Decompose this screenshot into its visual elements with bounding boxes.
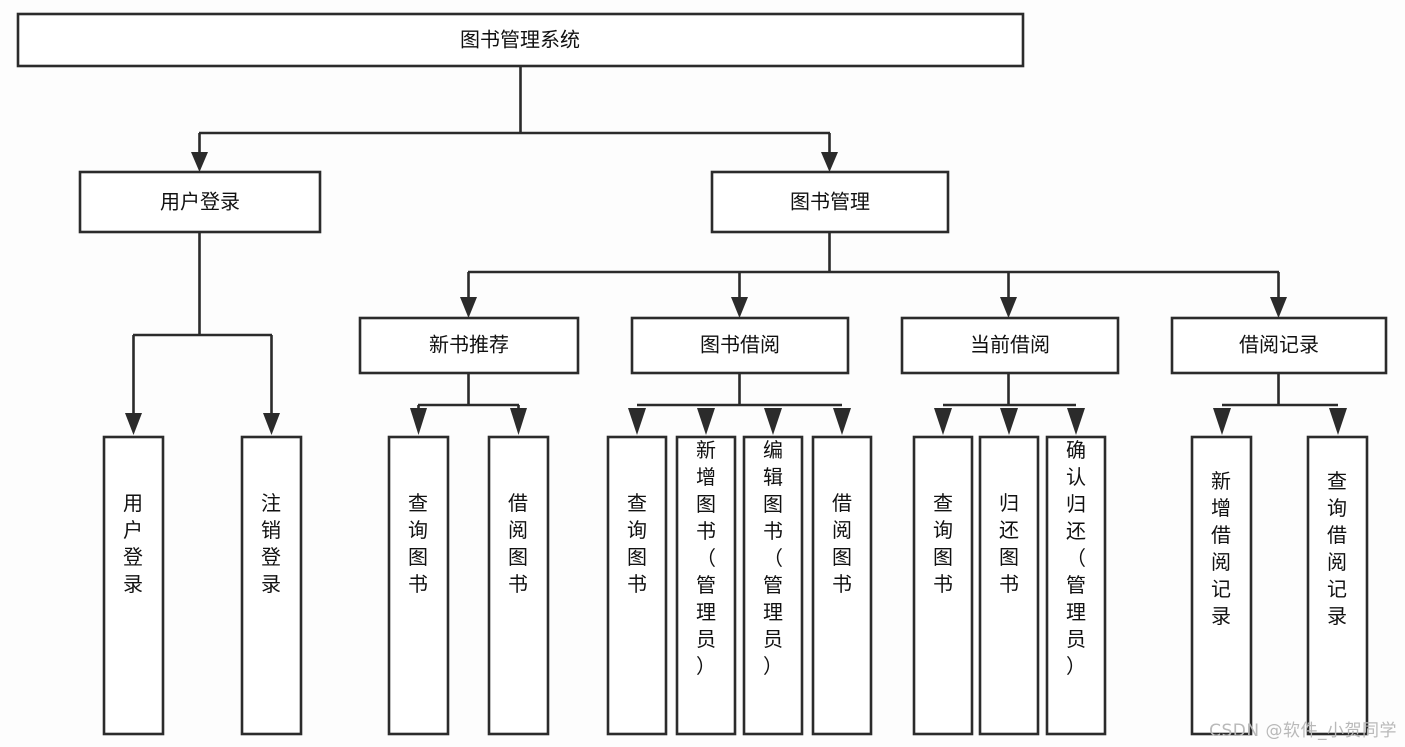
node-user-login[interactable]: 用户登录 <box>78 170 322 234</box>
arrowhead-leaf-return-book <box>1000 408 1018 435</box>
node-root-box[interactable] <box>16 12 1025 68</box>
node-new-book-rec[interactable]: 新书推荐 <box>358 316 580 375</box>
edge-group-current-borrow-to-leaves <box>934 373 1085 435</box>
node-book-borrow[interactable]: 图书借阅 <box>630 316 850 375</box>
node-leaf-query-book-3[interactable]: 查询图书 <box>912 435 974 736</box>
arrowhead-leaf-add-book <box>697 408 715 435</box>
node-leaf-borrow-book-1[interactable]: 借阅图书 <box>487 435 550 736</box>
edge-group-book-manage-to-level2 <box>460 232 1287 318</box>
node-leaf-confirm-return-label: 确认归还（管理员） <box>1066 438 1086 678</box>
node-leaf-borrow-book-2[interactable]: 借阅图书 <box>811 435 873 736</box>
node-user-login-label: 用户登录 <box>160 190 240 214</box>
node-leaf-borrow-book-1-box[interactable] <box>487 435 550 736</box>
edge-group-book-borrow-to-leaves <box>628 373 851 435</box>
node-book-manage-label: 图书管理 <box>790 190 870 214</box>
node-leaf-query-record-label: 查询借阅记录 <box>1327 469 1347 628</box>
node-current-borrow-label: 当前借阅 <box>970 333 1050 357</box>
node-user-login-box[interactable] <box>78 170 322 234</box>
node-new-book-rec-box[interactable] <box>358 316 580 375</box>
node-current-borrow[interactable]: 当前借阅 <box>900 316 1120 375</box>
arrowhead-leaf-borrow-book-1 <box>510 408 527 435</box>
arrowhead-leaf-query-book-1 <box>410 408 427 435</box>
node-new-book-rec-label: 新书推荐 <box>429 333 509 357</box>
arrowhead-leaf-user-logout <box>263 413 280 435</box>
node-leaf-confirm-return-box[interactable] <box>1045 435 1107 736</box>
node-book-borrow-label: 图书借阅 <box>700 333 780 357</box>
node-leaf-confirm-return[interactable]: 确认归还（管理员） <box>1045 435 1107 736</box>
arrowhead-leaf-query-record <box>1329 408 1347 435</box>
node-leaf-add-record-label: 新增借阅记录 <box>1211 469 1231 628</box>
edge-group-new-book-rec-to-leaves <box>410 373 527 435</box>
node-leaf-user-login[interactable]: 用户登录 <box>102 435 165 736</box>
arrowhead-borrow-record <box>1270 297 1287 318</box>
arrowhead-leaf-add-record <box>1213 408 1231 435</box>
node-leaf-borrow-book-2-label: 借阅图书 <box>832 491 852 596</box>
csdn-watermark: CSDN @软件_小贺同学 <box>1209 721 1397 741</box>
arrowhead-leaf-borrow-book-2 <box>833 408 851 435</box>
node-leaf-query-record-box[interactable] <box>1306 435 1369 736</box>
node-leaf-query-record[interactable]: 查询借阅记录 <box>1306 435 1369 736</box>
node-leaf-user-logout[interactable]: 注销登录 <box>240 435 303 736</box>
node-leaf-user-login-label: 用户登录 <box>123 491 143 596</box>
node-borrow-record-box[interactable] <box>1170 316 1388 375</box>
arrowhead-book-borrow <box>731 297 748 318</box>
arrowhead-leaf-edit-book <box>764 408 782 435</box>
node-leaf-query-book-2-box[interactable] <box>606 435 668 736</box>
arrowhead-book-manage <box>821 152 838 172</box>
node-leaf-borrow-book-1-label: 借阅图书 <box>508 491 528 596</box>
node-borrow-record-label: 借阅记录 <box>1239 333 1319 357</box>
node-leaf-query-book-2-label: 查询图书 <box>627 491 647 596</box>
edge-group-root-to-level1 <box>191 66 838 172</box>
node-leaf-edit-book[interactable]: 编辑图书（管理员） <box>742 435 804 736</box>
node-book-manage-box[interactable] <box>710 170 950 234</box>
node-leaf-borrow-book-2-box[interactable] <box>811 435 873 736</box>
arrowhead-new-book-rec <box>460 297 477 318</box>
node-leaf-return-book[interactable]: 归还图书 <box>978 435 1040 736</box>
node-leaf-add-book-label: 新增图书（管理员） <box>696 438 716 678</box>
node-leaf-query-book-3-box[interactable] <box>912 435 974 736</box>
node-leaf-edit-book-label: 编辑图书（管理员） <box>763 438 783 678</box>
edge-group-borrow-record-to-leaves <box>1213 373 1347 435</box>
node-leaf-add-book-box[interactable] <box>675 435 737 736</box>
node-book-borrow-box[interactable] <box>630 316 850 375</box>
node-leaf-add-book[interactable]: 新增图书（管理员） <box>675 435 737 736</box>
node-leaf-user-logout-box[interactable] <box>240 435 303 736</box>
node-leaf-return-book-label: 归还图书 <box>999 491 1019 596</box>
node-leaf-user-login-box[interactable] <box>102 435 165 736</box>
arrowhead-leaf-query-book-3 <box>934 408 952 435</box>
node-leaf-add-record-box[interactable] <box>1190 435 1253 736</box>
node-root-label: 图书管理系统 <box>460 28 580 52</box>
node-leaf-user-logout-label: 注销登录 <box>261 491 281 596</box>
node-leaf-query-book-3-label: 查询图书 <box>933 491 953 596</box>
node-leaf-query-book-1-label: 查询图书 <box>408 491 428 596</box>
node-current-borrow-box[interactable] <box>900 316 1120 375</box>
node-leaf-add-record[interactable]: 新增借阅记录 <box>1190 435 1253 736</box>
node-leaf-query-book-2[interactable]: 查询图书 <box>606 435 668 736</box>
node-leaf-edit-book-box[interactable] <box>742 435 804 736</box>
node-leaf-return-book-box[interactable] <box>978 435 1040 736</box>
arrowhead-leaf-query-book-2 <box>628 408 646 435</box>
node-book-manage[interactable]: 图书管理 <box>710 170 950 234</box>
node-root[interactable]: 图书管理系统 <box>16 12 1025 68</box>
node-leaf-query-book-1[interactable]: 查询图书 <box>387 435 450 736</box>
node-borrow-record[interactable]: 借阅记录 <box>1170 316 1388 375</box>
node-leaf-query-book-1-box[interactable] <box>387 435 450 736</box>
edge-group-user-login-to-leaves <box>125 232 280 435</box>
arrowhead-leaf-confirm-return <box>1067 408 1085 435</box>
arrowhead-leaf-user-login <box>125 413 142 435</box>
arrowhead-current-borrow <box>1000 297 1017 318</box>
arrowhead-user-login <box>191 152 208 172</box>
